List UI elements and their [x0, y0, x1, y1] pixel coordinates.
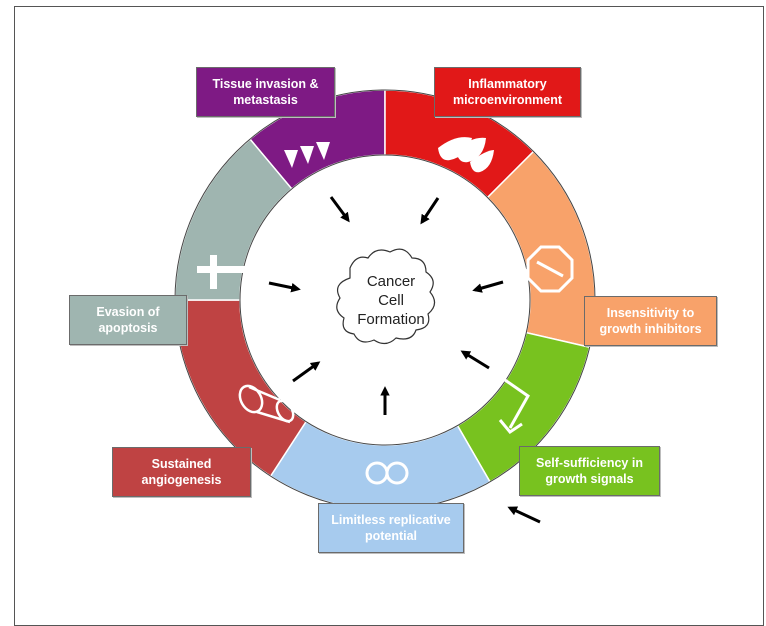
- inward-arrows: [268, 196, 541, 524]
- flame-drops-icon: [438, 137, 494, 173]
- cross-icon: [197, 255, 249, 289]
- infinity-icon: [365, 461, 409, 485]
- tissue-invasion-label: Tissue invasion & metastasis: [196, 67, 335, 117]
- ring-segment-insensitivity: [486, 150, 596, 349]
- center-label: Cancer Cell Formation: [357, 273, 425, 328]
- teeth-icon: [284, 142, 330, 168]
- self-sufficiency-label: Self-sufficiency in growth signals: [519, 446, 660, 496]
- hallmark-ring: [174, 89, 596, 511]
- inflammatory-label: Inflammatory microenvironment: [434, 67, 581, 117]
- apoptosis-label: Evasion of apoptosis: [69, 295, 187, 345]
- angiogenesis-label: Sustained angiogenesis: [112, 447, 251, 497]
- stop-sign-icon: [509, 245, 574, 293]
- cancer-cell-cloud: [336, 248, 436, 345]
- vessel-icon: [238, 384, 295, 424]
- insensitivity-label: Insensitivity to growth inhibitors: [584, 296, 717, 346]
- limitless-label: Limitless replicative potential: [318, 503, 464, 553]
- signal-arrow-icon: [498, 378, 530, 434]
